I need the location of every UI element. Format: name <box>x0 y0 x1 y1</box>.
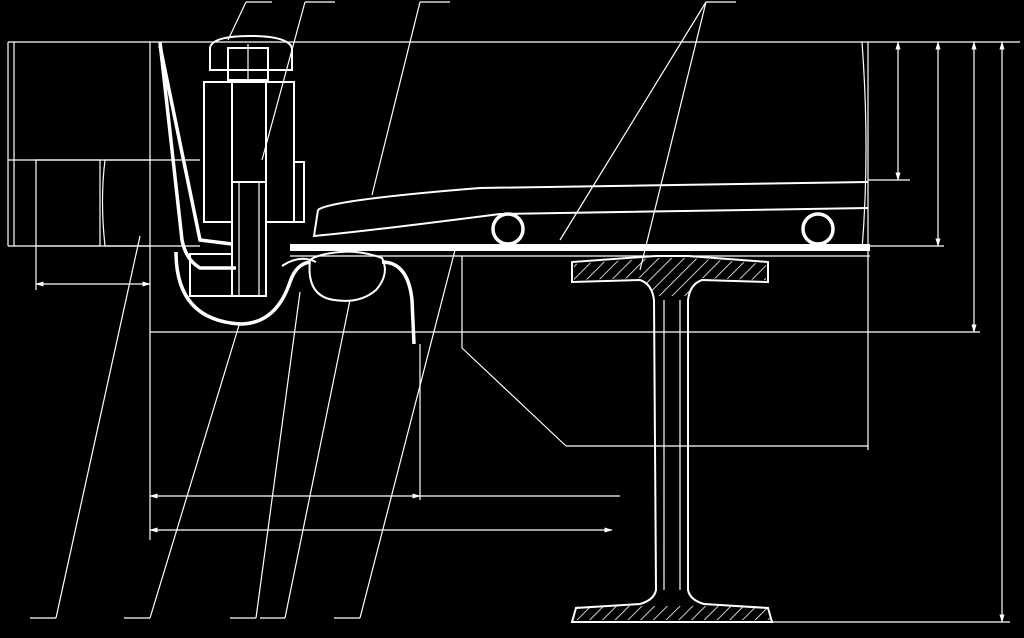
bent-sheet-profile <box>158 41 416 345</box>
frame-outline <box>7 41 1020 540</box>
cap-screw <box>203 34 305 297</box>
support-frame <box>150 256 980 447</box>
leader-lines-bottom <box>30 235 456 619</box>
rubber-seal <box>281 250 386 302</box>
rollers <box>491 212 835 246</box>
dimension-lines <box>35 41 1010 623</box>
i-beam <box>570 255 774 623</box>
floor-plate <box>290 179 910 257</box>
